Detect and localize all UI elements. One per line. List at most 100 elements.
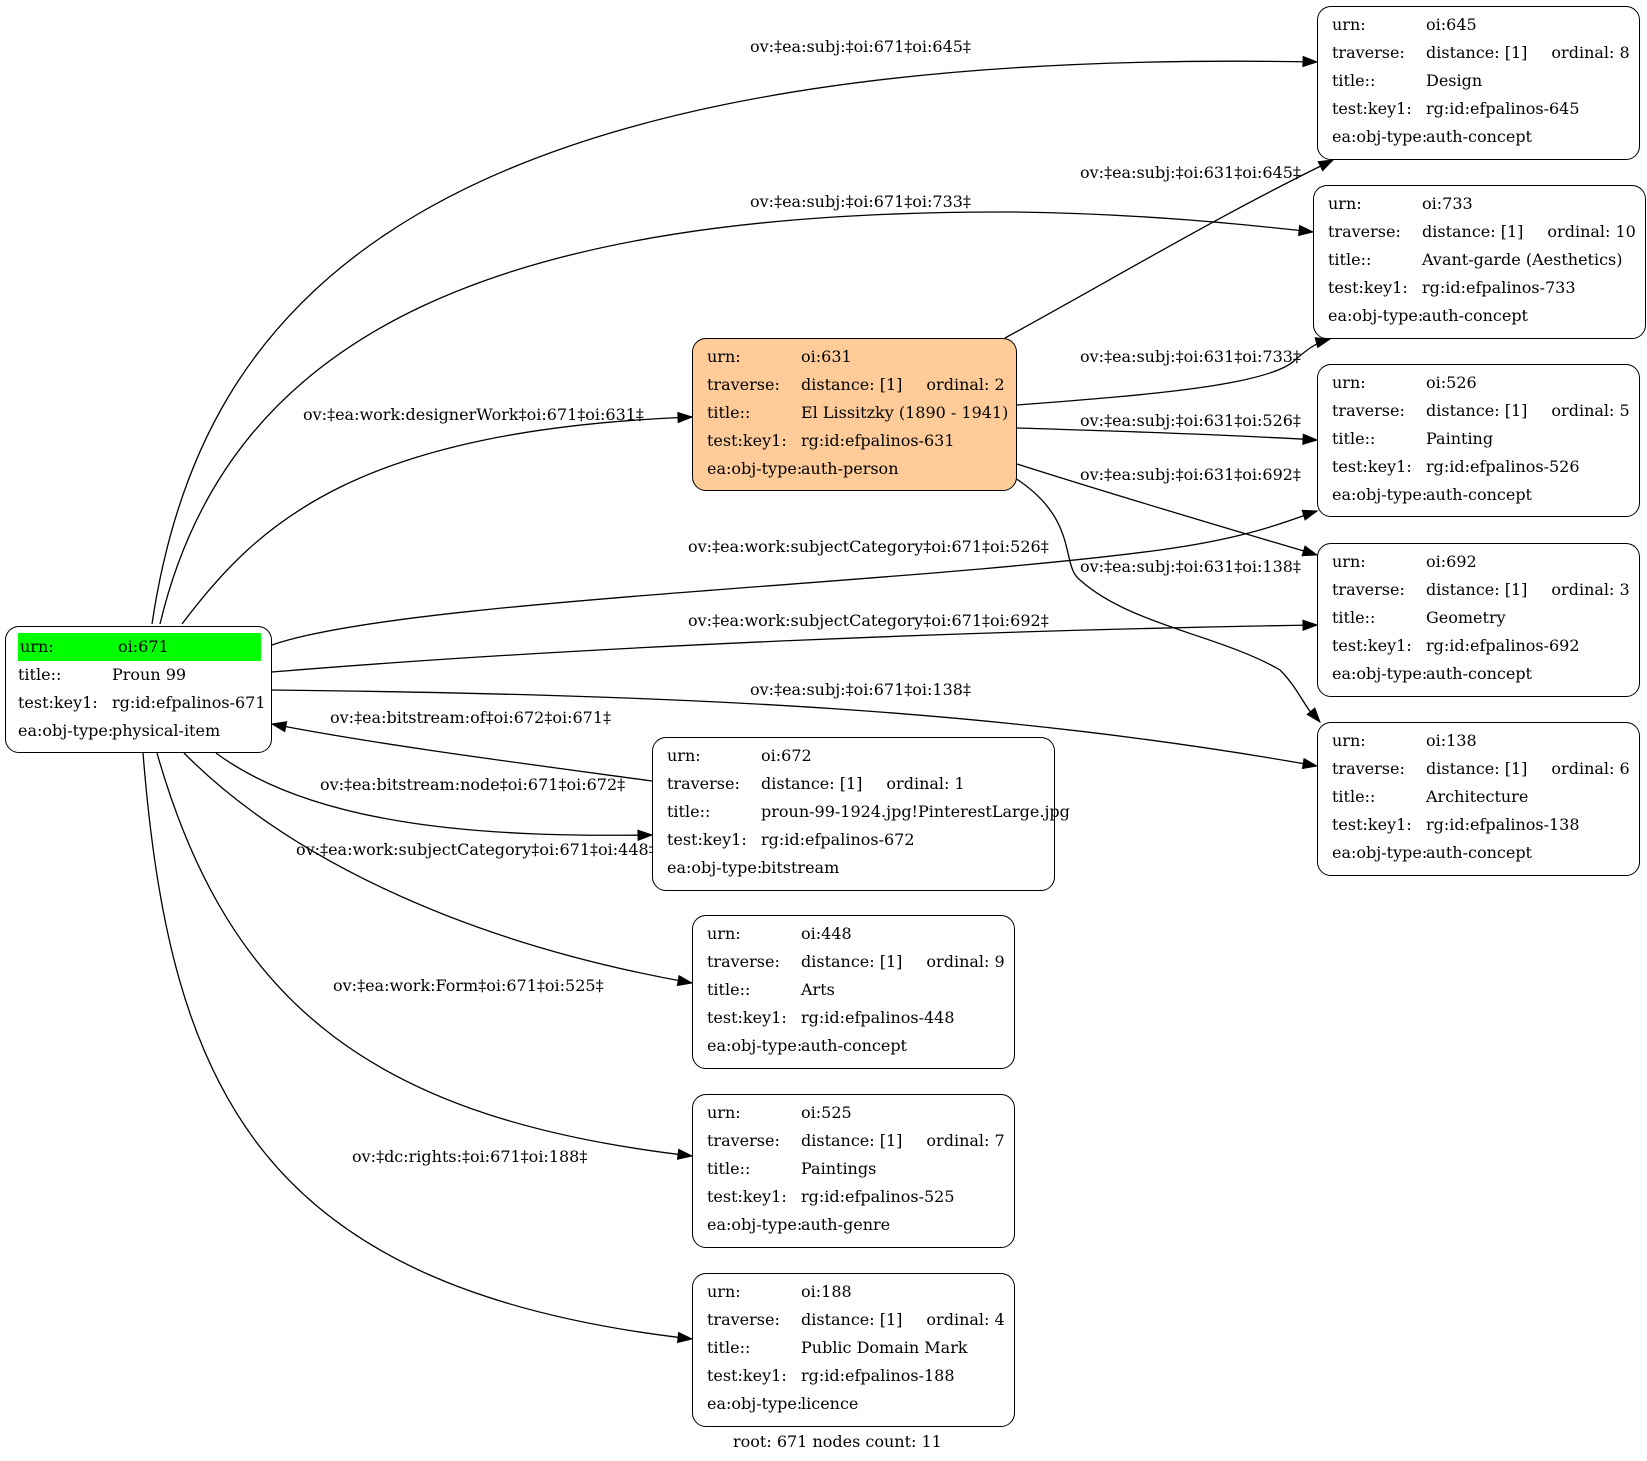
node-row-traverse: traverse:distance: [1]ordinal: 1 bbox=[667, 770, 1042, 798]
field-value-testkey: rg:id:efpalinos-645 bbox=[1426, 99, 1580, 118]
field-key-type: ea:obj-type: bbox=[707, 459, 803, 478]
field-value-type: auth-concept bbox=[1426, 485, 1532, 504]
node-row-testkey: test:key1:rg:id:efpalinos-692 bbox=[1332, 632, 1627, 660]
node-row-urn: urn:oi:526 bbox=[1332, 369, 1627, 397]
node-row-testkey: test:key1:rg:id:efpalinos-526 bbox=[1332, 453, 1627, 481]
field-key-urn: urn: bbox=[1332, 552, 1366, 571]
edge-671-525: ov:‡ea:work:Form‡oi:671‡oi:525‡ bbox=[156, 752, 694, 1160]
arrowhead-icon bbox=[637, 829, 654, 841]
edge-line bbox=[1016, 338, 1331, 406]
field-key-title: title:: bbox=[1332, 71, 1376, 90]
field-value-type: auth-concept bbox=[801, 1036, 907, 1055]
arrowhead-icon bbox=[1301, 757, 1319, 770]
field-key-type: ea:obj-type: bbox=[1332, 485, 1428, 504]
field-value-urn: oi:645 bbox=[1426, 15, 1477, 34]
graph-footer: root: 671 nodes count: 11 bbox=[733, 1432, 942, 1451]
node-row-type: ea:obj-type:bitstream bbox=[667, 854, 1042, 882]
node-672[interactable]: urn: oi:672 traverse:distance: [1]ordinal:… bbox=[652, 737, 1070, 891]
field-key-title: title:: bbox=[1332, 429, 1376, 448]
node-row-type: ea:obj-type:auth-concept bbox=[1332, 481, 1627, 509]
node-row-title: title::Architecture bbox=[1332, 783, 1627, 811]
arrowhead-icon bbox=[1301, 545, 1319, 557]
edge-label: ov:‡ea:work:subjectCategory‡oi:671‡oi:44… bbox=[296, 840, 657, 859]
field-value-title: Avant-garde (Aesthetics) bbox=[1422, 250, 1623, 269]
edge-631-692: ov:‡ea:subj:‡oi:631‡oi:692‡ bbox=[1016, 463, 1319, 557]
node-row-title: title::Public Domain Mark bbox=[707, 1334, 1002, 1362]
edge-line bbox=[1016, 463, 1318, 556]
field-value-type: auth-concept bbox=[1426, 843, 1532, 862]
node-row-title: title::Paintings bbox=[707, 1155, 1002, 1183]
node-row-type: ea:obj-type:auth-concept bbox=[1332, 839, 1627, 867]
field-value-testkey: rg:id:efpalinos-448 bbox=[801, 1008, 955, 1027]
field-value-type: auth-concept bbox=[1426, 127, 1532, 146]
field-value-testkey: rg:id:efpalinos-526 bbox=[1426, 457, 1580, 476]
field-value-title: Proun 99 bbox=[112, 665, 187, 684]
field-value-distance: distance: [1] bbox=[801, 1131, 903, 1150]
edge-label: ov:‡ea:subj:‡oi:631‡oi:526‡ bbox=[1080, 411, 1301, 430]
field-key-testkey: test:key1: bbox=[707, 1366, 787, 1385]
field-value-type: physical-item bbox=[112, 721, 221, 740]
node-row-type: ea:obj-type:auth-concept bbox=[1332, 123, 1627, 151]
edge-671-526: ov:‡ea:work:subjectCategory‡oi:671‡oi:52… bbox=[271, 509, 1319, 646]
edge-671-448: ov:‡ea:work:subjectCategory‡oi:671‡oi:44… bbox=[183, 752, 694, 987]
node-row-title: title::Design bbox=[1332, 67, 1627, 95]
edge-label: ov:‡ea:work:Form‡oi:671‡oi:525‡ bbox=[333, 976, 604, 995]
field-key-title: title:: bbox=[1332, 608, 1376, 627]
node-row-testkey: test:key1:rg:id:efpalinos-188 bbox=[707, 1362, 1002, 1390]
node-row-urn: urn:oi:525 bbox=[707, 1099, 1002, 1127]
field-value-ordinal: ordinal: 9 bbox=[926, 952, 1005, 971]
field-value-title: Painting bbox=[1426, 429, 1494, 448]
field-key-testkey: test:key1: bbox=[707, 1187, 787, 1206]
field-key-traverse: traverse: bbox=[707, 952, 780, 971]
node-row-type: ea:obj-type:licence bbox=[707, 1390, 1002, 1418]
edge-label: ov:‡ea:work:designerWork‡oi:671‡oi:631‡ bbox=[303, 405, 644, 424]
field-value-title: Geometry bbox=[1426, 608, 1506, 627]
node-row-title: title::Arts bbox=[707, 976, 1002, 1004]
field-key-title: title:: bbox=[1332, 787, 1376, 806]
arrowhead-icon bbox=[677, 411, 694, 424]
field-key-traverse: traverse: bbox=[707, 375, 780, 394]
node-row-title: title:: Proun 99 bbox=[18, 661, 261, 689]
edge-671-631: ov:‡ea:work:designerWork‡oi:671‡oi:631‡ bbox=[181, 405, 694, 625]
field-value-urn: oi:692 bbox=[1426, 552, 1477, 571]
field-value-distance: distance: [1] bbox=[761, 774, 863, 793]
field-key-traverse: traverse: bbox=[707, 1131, 780, 1150]
field-value-title: Architecture bbox=[1426, 787, 1529, 806]
field-value-title: Paintings bbox=[801, 1159, 877, 1178]
edge-671-645: ov:‡ea:subj:‡oi:671‡oi:645‡ bbox=[151, 37, 1319, 625]
edge-671-692: ov:‡ea:work:subjectCategory‡oi:671‡oi:69… bbox=[271, 611, 1319, 673]
field-value-distance: distance: [1] bbox=[1426, 43, 1528, 62]
node-row-traverse: traverse:distance: [1]ordinal: 6 bbox=[1332, 755, 1630, 783]
field-value-testkey: rg:id:efpalinos-138 bbox=[1426, 815, 1580, 834]
field-key-testkey: test:key1: bbox=[707, 431, 787, 450]
field-key-traverse: traverse: bbox=[1328, 222, 1401, 241]
node-row-traverse: traverse:distance: [1]ordinal: 9 bbox=[707, 948, 1005, 976]
field-key-testkey: test:key1: bbox=[667, 830, 747, 849]
edge-631-138: ov:‡ea:subj:‡oi:631‡oi:138‡ bbox=[1014, 477, 1321, 724]
node-root-671[interactable]: urn: oi:671 title:: Proun 99 test:key1: … bbox=[5, 626, 272, 753]
field-value-urn: oi:672 bbox=[761, 746, 812, 765]
field-value-testkey: rg:id:efpalinos-733 bbox=[1422, 278, 1576, 297]
field-value-ordinal: ordinal: 2 bbox=[926, 375, 1005, 394]
field-value-ordinal: ordinal: 10 bbox=[1547, 222, 1636, 241]
field-key-type: ea:obj-type: bbox=[1332, 127, 1428, 146]
edge-line bbox=[1014, 477, 1321, 723]
field-value-type: auth-person bbox=[801, 459, 899, 478]
edge-672-671: ov:‡ea:bitstream:of‡oi:672‡oi:671‡ bbox=[270, 708, 653, 782]
node-row-testkey: test:key1:rg:id:efpalinos-448 bbox=[707, 1004, 1002, 1032]
field-value-distance: distance: [1] bbox=[1426, 401, 1528, 420]
node-row-type: ea:obj-type:auth-concept bbox=[1332, 660, 1627, 688]
field-value-urn: oi:188 bbox=[801, 1282, 852, 1301]
node-row-traverse: traverse:distance: [1]ordinal: 7 bbox=[707, 1127, 1005, 1155]
field-key-urn: urn: bbox=[667, 746, 701, 765]
field-key-testkey: test:key1: bbox=[1332, 99, 1412, 118]
